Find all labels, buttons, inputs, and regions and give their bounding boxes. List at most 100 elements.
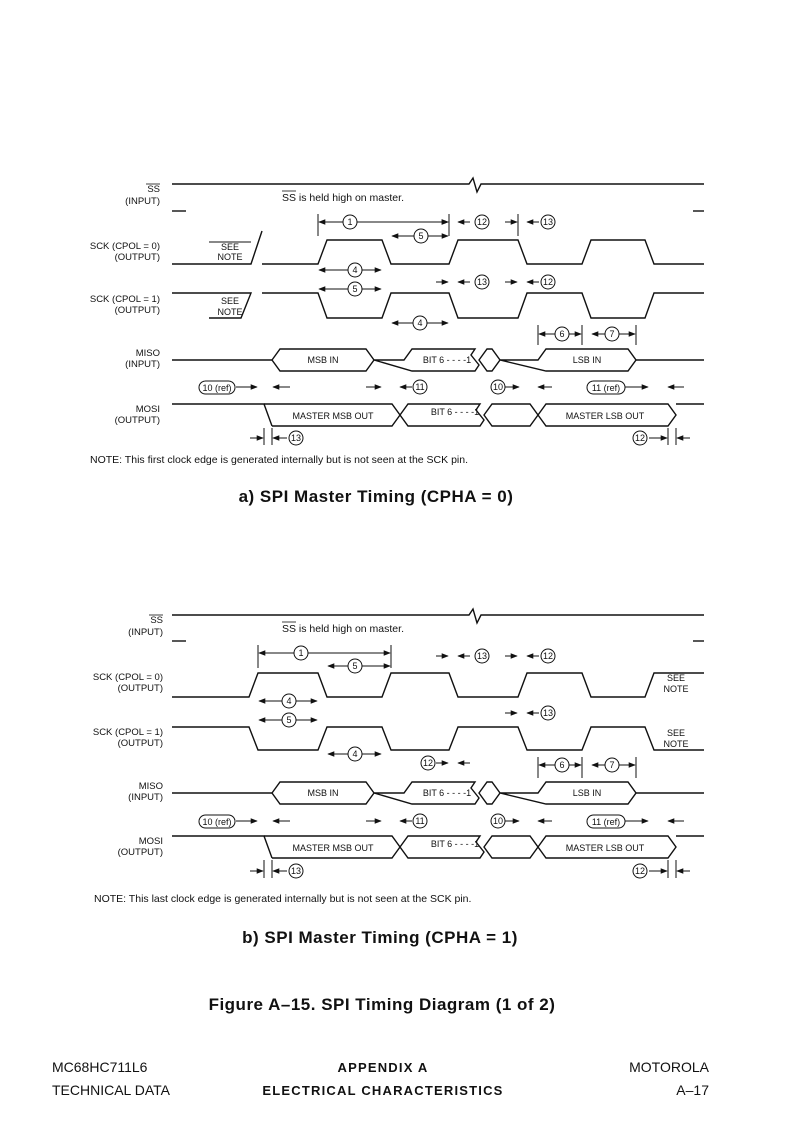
label-sck0-sub: (OUTPUT) [115, 252, 160, 263]
svg-text:MISO: MISO [139, 781, 163, 792]
svg-text:13: 13 [291, 866, 301, 876]
svg-text:(INPUT): (INPUT) [128, 792, 163, 803]
sck1-waveform-a: SEE NOTE [172, 292, 704, 319]
timing-diagram-b: SS (INPUT) SCK (CPOL = 0) (OUTPUT) SCK (… [93, 607, 704, 947]
mosi-lsb-a: MASTER LSB OUT [566, 411, 645, 421]
svg-text:7: 7 [609, 760, 614, 770]
svg-text:SS is held high on master.: SS is held high on master. [282, 623, 404, 635]
figure-title: Figure A–15. SPI Timing Diagram (1 of 2) [209, 995, 556, 1014]
svg-text:12: 12 [635, 433, 645, 443]
page-footer: MC68HC711L6 TECHNICAL DATA APPENDIX A EL… [52, 1059, 710, 1098]
footer-appendix: APPENDIX A [338, 1060, 429, 1075]
miso-msb-a: MSB IN [307, 355, 338, 365]
svg-text:4: 4 [286, 696, 291, 706]
ref10-a: 10 (ref) [202, 383, 231, 393]
svg-text:4: 4 [417, 318, 422, 328]
svg-text:11: 11 [415, 382, 424, 392]
svg-text:(INPUT): (INPUT) [128, 627, 163, 638]
ss-waveform-b: SS is held high on master. [172, 607, 704, 642]
see-note-sck1-see: SEE [221, 296, 239, 306]
mosi-bit6-a: BIT 6 - - - -1 [431, 407, 479, 417]
svg-text:13: 13 [477, 277, 487, 287]
miso-lsb-a: LSB IN [573, 355, 602, 365]
svg-text:(OUTPUT): (OUTPUT) [118, 683, 163, 694]
footer-brand: MOTOROLA [629, 1059, 710, 1075]
svg-text:10: 10 [493, 816, 503, 826]
svg-text:MOSI: MOSI [139, 836, 163, 847]
svg-text:10: 10 [493, 382, 503, 392]
label-ss-b: SS [150, 615, 163, 626]
svg-text:13: 13 [543, 217, 553, 227]
label-ss: SS [147, 184, 160, 195]
svg-text:7: 7 [609, 329, 614, 339]
caption-b: b) SPI Master Timing (CPHA = 1) [242, 928, 518, 947]
see-note-sck0-note: NOTE [217, 252, 242, 262]
svg-text:LSB IN: LSB IN [573, 788, 602, 798]
svg-text:MASTER MSB OUT: MASTER MSB OUT [292, 843, 374, 853]
label-miso: MISO [136, 348, 160, 359]
svg-text:4: 4 [352, 265, 357, 275]
svg-text:SEE: SEE [667, 673, 685, 683]
svg-text:NOTE: NOTE [663, 739, 688, 749]
svg-text:12: 12 [543, 651, 553, 661]
label-miso-sub: (INPUT) [125, 359, 160, 370]
footer-section: ELECTRICAL CHARACTERISTICS [262, 1083, 503, 1098]
signal-labels-b: SS (INPUT) SCK (CPOL = 0) (OUTPUT) SCK (… [93, 614, 163, 858]
ss-waveform-a: SS is held high on master. [172, 176, 704, 212]
svg-text:6: 6 [559, 329, 564, 339]
svg-text:MSB IN: MSB IN [307, 788, 338, 798]
sck1-waveform-b: SEE NOTE [172, 726, 704, 751]
note-a: NOTE: This first clock edge is generated… [90, 454, 468, 466]
svg-text:6: 6 [559, 760, 564, 770]
svg-text:4: 4 [352, 749, 357, 759]
footer-doc-type: TECHNICAL DATA [52, 1082, 171, 1098]
see-note-sck1-note: NOTE [217, 307, 242, 317]
label-ss-sub: (INPUT) [125, 196, 160, 207]
timing-markers-a: 1 5 12 13 4 5 13 12 4 6 [198, 214, 690, 446]
footer-page-number: A–17 [676, 1082, 709, 1098]
marker-1-a: 1 [347, 217, 352, 227]
svg-text:(OUTPUT): (OUTPUT) [118, 847, 163, 858]
note-b: NOTE: This last clock edge is generated … [94, 893, 471, 905]
svg-text:5: 5 [352, 284, 357, 294]
svg-text:5: 5 [418, 231, 423, 241]
ss-held-note-a: SS is held high on master. [282, 192, 404, 204]
svg-text:BIT 6 - - - -1: BIT 6 - - - -1 [431, 839, 479, 849]
svg-text:12: 12 [423, 758, 433, 768]
label-sck0: SCK (CPOL = 0) [90, 241, 160, 252]
mosi-msb-a: MASTER MSB OUT [292, 411, 374, 421]
signal-labels-a: SS (INPUT) SCK (CPOL = 0) (OUTPUT) SCK (… [90, 183, 160, 426]
label-mosi-sub: (OUTPUT) [115, 415, 160, 426]
label-sck1-sub: (OUTPUT) [115, 305, 160, 316]
svg-text:MASTER LSB OUT: MASTER LSB OUT [566, 843, 645, 853]
timing-diagram-a: SS (INPUT) SCK (CPOL = 0) (OUTPUT) SCK (… [90, 176, 704, 506]
svg-text:13: 13 [477, 651, 487, 661]
sck0-waveform-b: SEE NOTE [172, 672, 704, 698]
svg-text:5: 5 [352, 661, 357, 671]
svg-text:SEE: SEE [667, 728, 685, 738]
svg-text:SCK (CPOL = 1): SCK (CPOL = 1) [93, 727, 163, 738]
svg-text:11: 11 [415, 816, 424, 826]
footer-doc-id: MC68HC711L6 [52, 1059, 148, 1075]
svg-text:NOTE: NOTE [663, 684, 688, 694]
miso-waveform-a: MSB IN BIT 6 - - - -1 LSB IN [172, 348, 704, 372]
svg-text:(OUTPUT): (OUTPUT) [118, 738, 163, 749]
svg-text:13: 13 [543, 708, 553, 718]
svg-text:12: 12 [635, 866, 645, 876]
svg-text:12: 12 [543, 277, 553, 287]
ref11-a: 11 (ref) [592, 383, 620, 393]
label-mosi: MOSI [136, 404, 160, 415]
mosi-waveform-b: MASTER MSB OUT BIT 6 - - - -1 MASTER LSB… [172, 835, 704, 859]
sck0-waveform-a: SEE NOTE [172, 230, 704, 265]
label-sck1: SCK (CPOL = 1) [90, 294, 160, 305]
svg-text:10 (ref): 10 (ref) [202, 817, 231, 827]
svg-text:12: 12 [477, 217, 487, 227]
svg-text:5: 5 [286, 715, 291, 725]
caption-a: a) SPI Master Timing (CPHA = 0) [239, 487, 514, 506]
miso-bit6-a: BIT 6 - - - -1 [423, 355, 471, 365]
svg-text:SCK (CPOL = 0): SCK (CPOL = 0) [93, 672, 163, 683]
see-note-sck0-see: SEE [221, 242, 239, 252]
svg-text:1: 1 [298, 648, 303, 658]
svg-text:13: 13 [291, 433, 301, 443]
